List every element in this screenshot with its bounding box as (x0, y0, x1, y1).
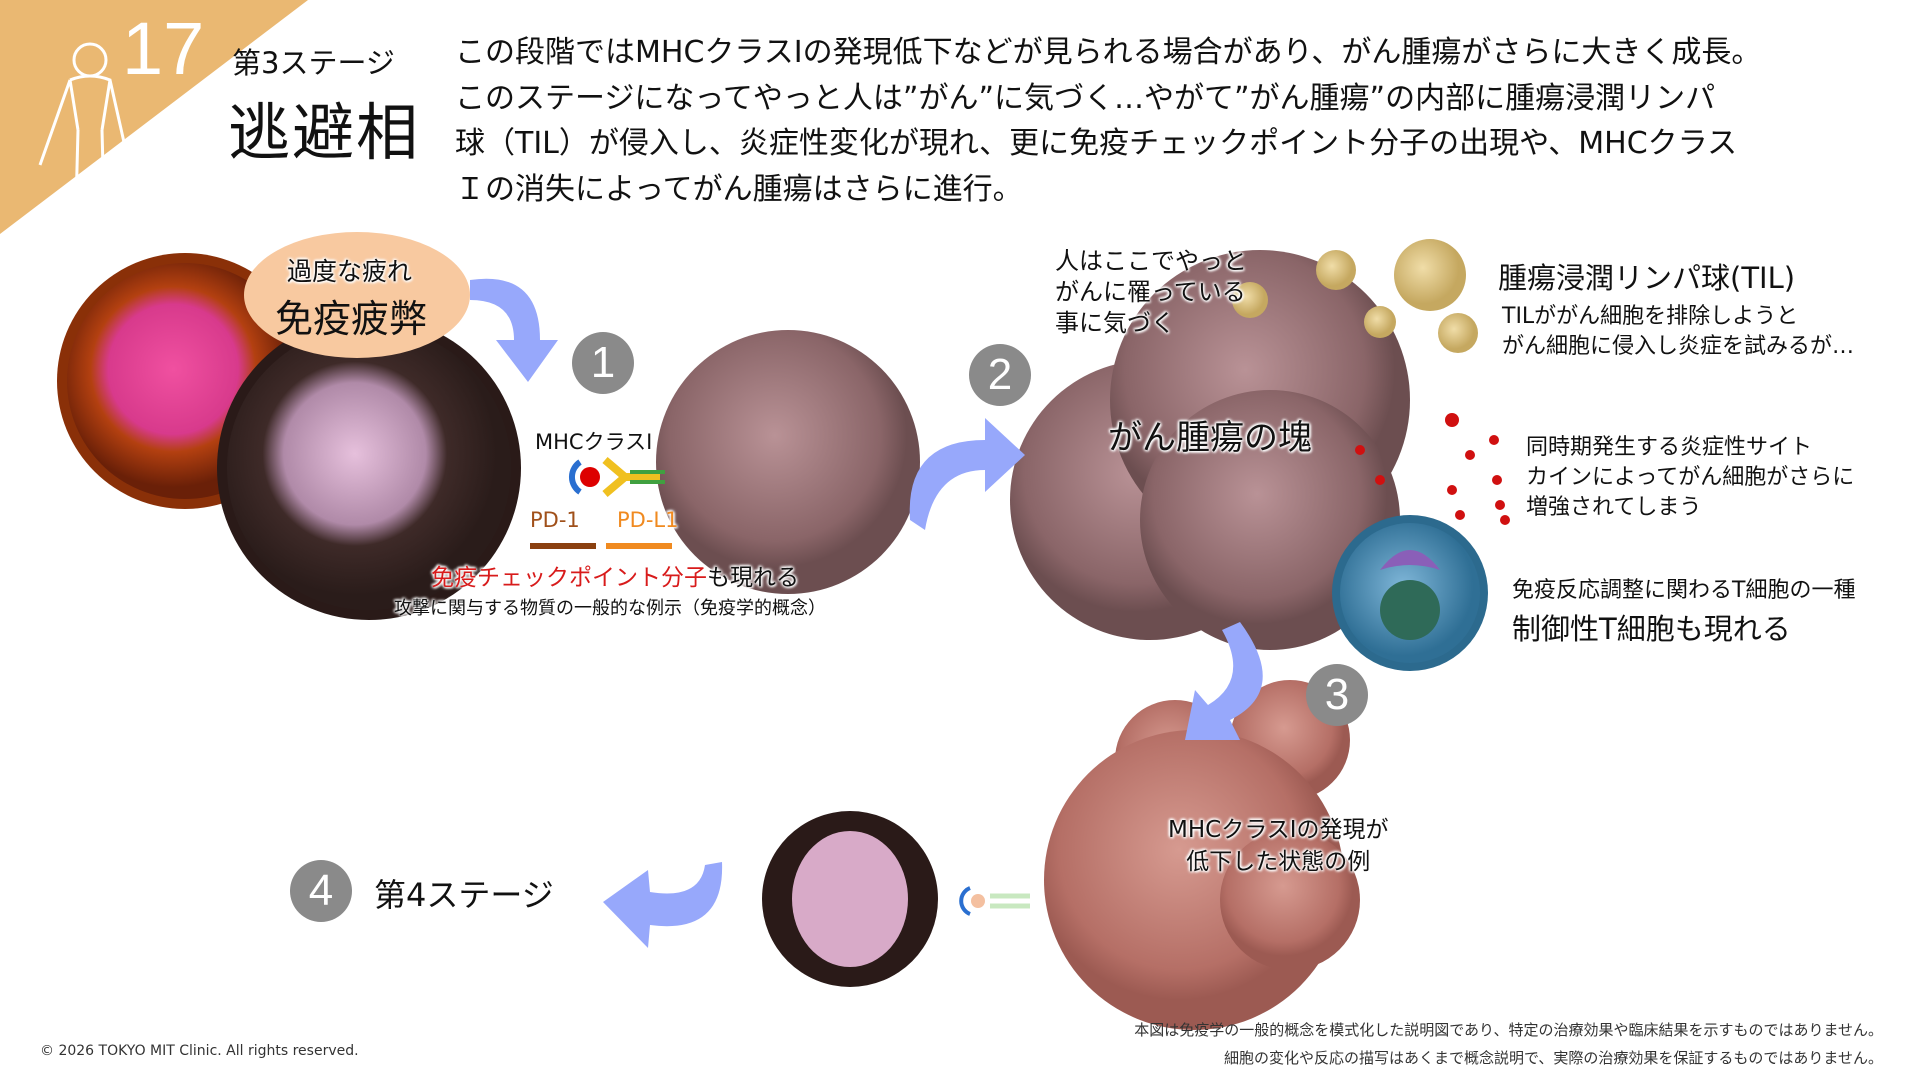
checkpoint-rest: も現れる (707, 565, 799, 591)
disclaimer: 本図は免疫学の一般的概念を模式化した説明図であり、特定の治療効果や臨床結果を示す… (1134, 1016, 1883, 1072)
checkpoint-text: 免疫チェックポイント分子も現れる (431, 558, 799, 592)
tumor-mass-label: がん腫瘍の塊 (1108, 418, 1312, 458)
til-title: 腫瘍浸潤リンパ球(TIL) (1498, 261, 1796, 295)
cytokine-line: 増強されてしまう (1526, 495, 1702, 520)
mhc-label: MHCクラスI (535, 430, 653, 454)
description: この段階ではMHCクラスIの発現低下などが見られる場合があり、がん腫瘍がさらに大… (455, 30, 1761, 212)
copyright: © 2026 TOKYO MIT Clinic. All rights rese… (40, 1043, 359, 1059)
arrow-left-icon (603, 862, 723, 948)
treg-title: 制御性T細胞も現れる (1512, 612, 1791, 646)
mhc-low-line: 低下した状態の例 (1186, 849, 1371, 875)
regulatory-t-cell (1332, 515, 1488, 671)
arrow-down-left-icon (1185, 622, 1263, 740)
pdl1-label: PD-L1 (617, 508, 679, 532)
human-silhouette-icon (38, 42, 130, 246)
step-badge-1: 1 (572, 332, 634, 394)
weak-mhc-diagram (959, 886, 1030, 916)
notice-line: 事に気づく (1055, 309, 1175, 337)
arrow-down-icon (470, 278, 558, 382)
stage4-label: 第4ステージ (374, 876, 554, 914)
checkpoint-highlight: 免疫チェックポイント分子 (431, 565, 707, 591)
step-badge-2: 2 (969, 344, 1031, 406)
slide-number: 17 (122, 7, 205, 90)
description-line: この段階ではMHCクラスIの発現低下などが見られる場合があり、がん腫瘍がさらに大… (455, 35, 1762, 70)
disclaimer-line: 細胞の変化や反応の描写はあくまで概念説明で、実際の治療効果を保証するものではあり… (1224, 1049, 1883, 1067)
stage-label: 第3ステージ (232, 46, 395, 80)
step-badge-3: 3 (1306, 664, 1368, 726)
step-badge-4: 4 (290, 860, 352, 922)
til-line: がん細胞に侵入し炎症を試みるが… (1502, 334, 1855, 359)
til-description: TILががん細胞を排除しようとがん細胞に侵入し炎症を試みるが… (1502, 302, 1854, 362)
cytokine-dots (1355, 413, 1510, 525)
bubble-small-text: 過度な疲れ (287, 257, 413, 286)
cytokine-description: 同時期発生する炎症性サイトカインによってがん細胞がさらに増強されてしまう (1526, 433, 1854, 523)
treg-description: 免疫反応調整に関わるT細胞の一種 (1512, 578, 1856, 603)
tumor-mass (1010, 250, 1410, 650)
fatigue-bubble (244, 232, 470, 358)
exhausted-dark-cell (217, 316, 521, 620)
phase-title: 逃避相 (228, 96, 421, 169)
small-dark-cell (762, 811, 938, 987)
mhc-low-label: MHCクラスIの発現が低下した状態の例 (1168, 814, 1389, 878)
description-line: 球（TIL）が侵入し、炎症性変化が現れ、更に免疫チェックポイント分子の出現や、M… (455, 126, 1738, 161)
til-line: TILががん細胞を排除しようと (1502, 304, 1799, 329)
notice-line: 人はここでやっと (1055, 247, 1247, 275)
pd1-label: PD-1 (530, 508, 580, 532)
cytokine-line: 同時期発生する炎症性サイト (1526, 435, 1813, 460)
cytokine-line: カインによってがん細胞がさらに (1526, 465, 1855, 490)
bubble-large-text: 免疫疲弊 (275, 297, 428, 341)
mhc-low-tumor (1044, 680, 1360, 1030)
arrow-right-icon (909, 418, 1025, 530)
til-cells (1232, 239, 1478, 353)
checkpoint-diagram (530, 456, 672, 549)
checkpoint-caption: 攻撃に関与する物質の一般的な例示（免疫学的概念） (394, 598, 826, 619)
mhc-low-line: MHCクラスIの発現が (1168, 817, 1389, 843)
disclaimer-line: 本図は免疫学の一般的概念を模式化した説明図であり、特定の治療効果や臨床結果を示す… (1134, 1021, 1883, 1039)
notice-line: がんに罹っている (1055, 278, 1246, 306)
description-line: Ｉの消失によってがん腫瘍はさらに進行。 (455, 171, 1023, 207)
description-line: このステージになってやっと人は”がん”に気づく…やがて”がん腫瘍”の内部に腫瘍浸… (455, 80, 1716, 116)
cancer-cell-1 (656, 330, 920, 594)
notice-text: 人はここでやっとがんに罹っている事に気づく (1055, 246, 1247, 339)
